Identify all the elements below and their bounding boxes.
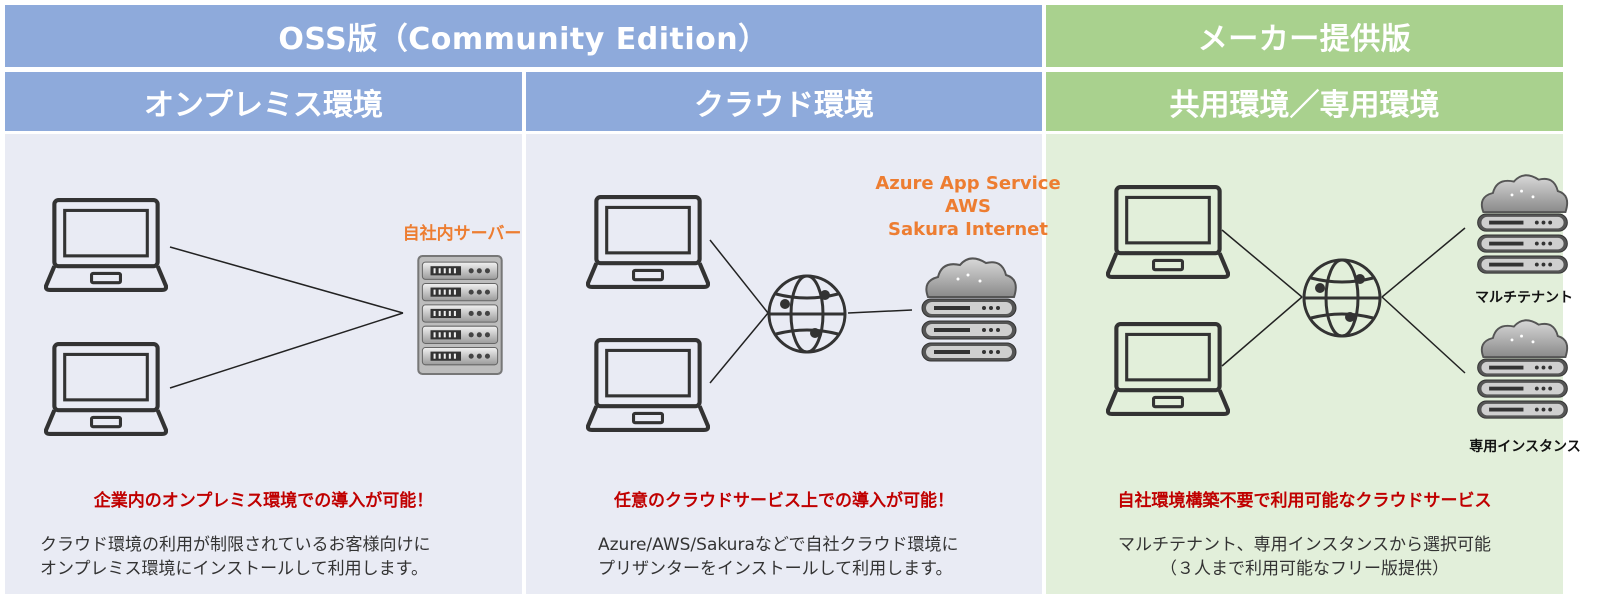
onprem-server-label: 自社内サーバー	[402, 224, 522, 244]
cloud-description: Azure/AWS/Sakuraなどで自社クラウド環境に プリザンターをインスト…	[598, 533, 1038, 581]
onprem-description: クラウド環境の利用が制限されているお客様向けに オンプレミス環境にインストールし…	[40, 533, 520, 581]
laptop-icon	[588, 197, 708, 287]
cloud-column-title: クラウド環境	[694, 87, 874, 123]
vendor-description: マルチテナント、専用インスタンスから選択可能 （３人まで利用可能なフリー版提供）	[1046, 533, 1563, 581]
shared-dedicated-column-title: 共用環境／専用環境	[1169, 87, 1440, 123]
oss-edition-title: OSS版（Community Edition）	[278, 22, 769, 57]
onprem-headline: 企業内のオンプレミス環境での導入が可能！	[93, 491, 434, 511]
cloud-server-icon	[1476, 319, 1569, 420]
cloud-panel	[526, 134, 1042, 594]
vendor-edition-header: メーカー提供版	[1046, 5, 1563, 67]
shared-dedicated-panel	[1046, 134, 1563, 594]
cloud-server-icon	[921, 257, 1017, 362]
cloud-connection-lines	[709, 239, 913, 384]
vendor-description-line1: マルチテナント、専用インスタンスから選択可能	[1118, 535, 1491, 555]
laptop-icon	[46, 344, 166, 434]
vendor-description-line2: （３人まで利用可能なフリー版提供）	[1160, 559, 1449, 579]
laptop-icon	[46, 200, 166, 290]
globe-icon	[767, 274, 847, 354]
shared-dedicated-column-header: 共用環境／専用環境	[1046, 72, 1563, 131]
onprem-description-line2: オンプレミス環境にインストールして利用します。	[40, 559, 428, 579]
cloud-server-icon	[1476, 174, 1569, 275]
cloud-headline: 任意のクラウドサービス上での導入が可能！	[614, 491, 954, 511]
onprem-column-title: オンプレミス環境	[143, 87, 384, 123]
globe-icon	[1302, 258, 1382, 338]
onprem-description-line1: クラウド環境の利用が制限されているお客様向けに	[40, 535, 431, 555]
vendor-headline: 自社環境構築不要で利用可能なクラウドサービス	[1117, 491, 1492, 511]
multitenant-label: マルチテナント	[1475, 290, 1573, 306]
laptop-icon	[1108, 187, 1228, 277]
onprem-column-header: オンプレミス環境	[5, 72, 522, 131]
laptop-icon	[588, 340, 708, 430]
onprem-connection-lines	[169, 246, 404, 389]
laptop-icon	[1108, 324, 1228, 414]
cloud-provider-azure: Azure App Service	[875, 173, 1061, 194]
cloud-description-line2: プリザンターをインストールして利用します。	[598, 559, 953, 579]
vendor-edition-title: メーカー提供版	[1197, 22, 1412, 57]
dedicated-instance-label: 専用インスタンス	[1469, 439, 1581, 455]
cloud-description-line1: Azure/AWS/Sakuraなどで自社クラウド環境に	[598, 535, 959, 555]
cloud-provider-sakura: Sakura Internet	[887, 219, 1048, 240]
cloud-provider-list: Azure App Service AWS Sakura Internet	[868, 172, 1068, 241]
server-icon	[417, 254, 503, 376]
vendor-connection-lines	[1221, 227, 1466, 374]
cloud-provider-aws: AWS	[945, 196, 991, 217]
oss-edition-header: OSS版（Community Edition）	[5, 5, 1042, 67]
cloud-column-header: クラウド環境	[526, 72, 1042, 131]
